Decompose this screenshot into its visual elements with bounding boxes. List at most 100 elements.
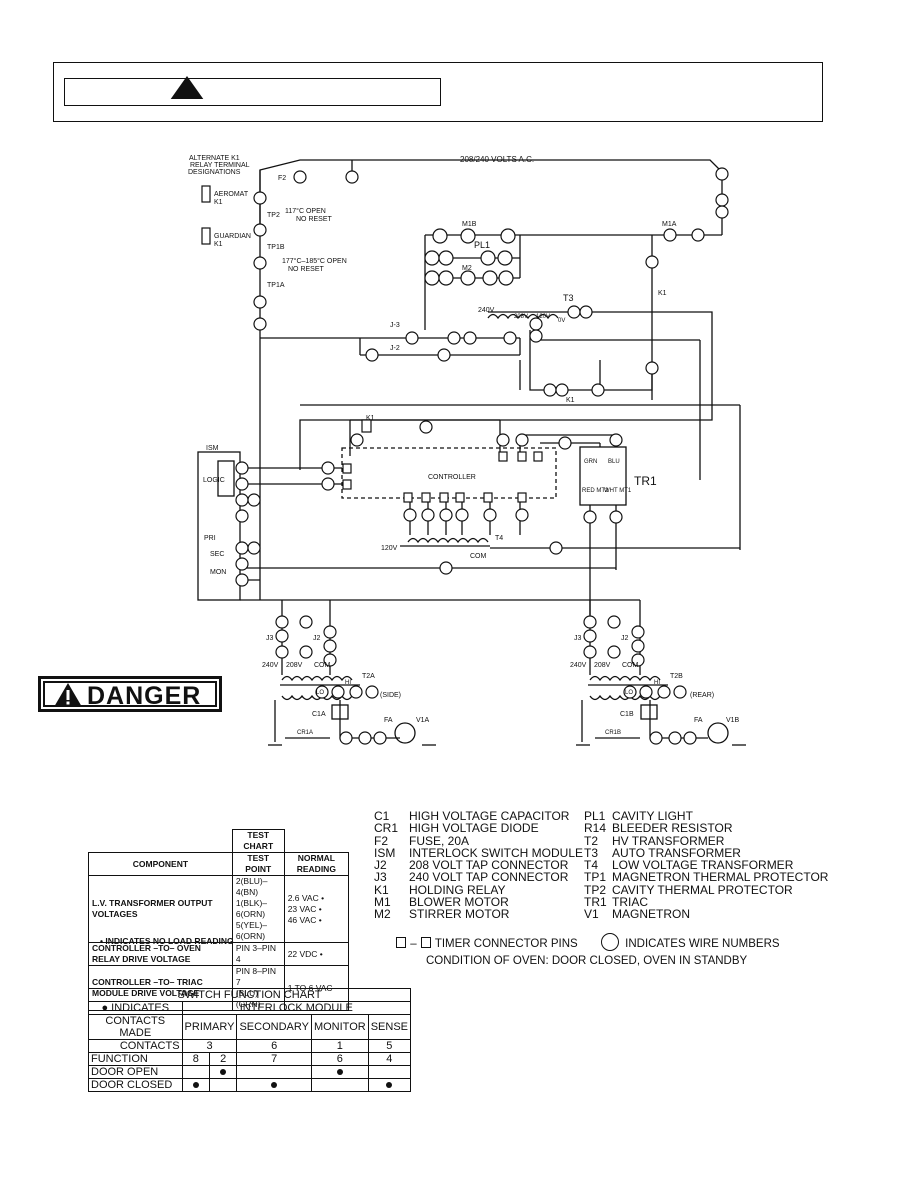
t3-tap-208: 208V xyxy=(514,314,528,320)
k1-label: K1 xyxy=(658,290,667,297)
function-number: 7 xyxy=(236,1052,312,1066)
contact-number: 5 xyxy=(367,1039,412,1053)
door-open-label: DOOR OPEN xyxy=(88,1065,183,1079)
v1a-label: V1A xyxy=(416,717,430,724)
notice-frame xyxy=(53,62,823,122)
tp2-label: TP2 xyxy=(267,212,280,219)
warning-triangle-icon xyxy=(54,683,82,707)
pin-box-icon xyxy=(420,937,431,948)
table-row: DOOR OPEN xyxy=(88,1065,412,1079)
t2a-tap-208: 208V xyxy=(286,662,303,669)
alt-relay-note-2: RELAY TERMINAL xyxy=(190,162,250,169)
module-monitor: MONITOR xyxy=(310,1014,369,1040)
t3-tap-120: 120V xyxy=(536,314,550,320)
j3b-right-label: J3 xyxy=(574,635,582,642)
t2b-tap-com: COM xyxy=(622,662,639,669)
wire-number-circle-icon xyxy=(600,933,619,951)
cr1a-label: CR1A xyxy=(297,730,313,736)
legend-desc: MAGNETRON THERMAL PROTECTOR xyxy=(612,870,829,885)
t2a-tap-com: COM xyxy=(314,662,331,669)
warning-box xyxy=(64,76,441,106)
c1b-label: C1B xyxy=(620,711,634,718)
legend-item: TR1 TRIAC xyxy=(584,895,828,910)
function-number: 6 xyxy=(310,1052,369,1066)
legend-code: V1 xyxy=(584,907,599,922)
m1b-label: M1B xyxy=(462,221,477,228)
legend-item: TP2 CAVITY THERMAL PROTECTOR xyxy=(584,882,828,897)
switch-chart-interlock: INTERLOCK MODULE xyxy=(181,1001,412,1015)
v1b-label: V1B xyxy=(726,717,740,724)
legend-code: TR1 xyxy=(584,895,607,910)
t3-label: T3 xyxy=(563,293,574,303)
legend-code: TP2 xyxy=(584,882,607,897)
alt-relay-note-1: ALTERNATE K1 xyxy=(189,155,240,162)
pins-separator: – xyxy=(410,938,417,950)
legend-code: M2 xyxy=(374,907,391,922)
switch-chart-title: SWITCH FUNCTION CHART xyxy=(88,988,411,1002)
pins-text: TIMER CONNECTOR PINS xyxy=(434,938,578,950)
normal-reading: 23 VAC • xyxy=(287,903,322,914)
supply-voltage-label: 208/240 VOLTS A.C. xyxy=(460,155,534,164)
switch-chart-indicates: ● INDICATES xyxy=(88,1001,183,1015)
t2a-label: T2A xyxy=(362,673,375,680)
legend-code: T2 xyxy=(584,833,599,848)
test-chart-header-component: COMPONENT xyxy=(88,852,233,876)
contact-mark xyxy=(181,1065,211,1079)
j3-label: J-3 xyxy=(390,322,400,329)
t2a-lo: LO xyxy=(316,690,324,696)
tp1a-label: TP1A xyxy=(267,282,285,289)
legend-desc: BLEEDER RESISTOR xyxy=(612,821,733,836)
normal-reading: 22 VDC • xyxy=(283,942,350,966)
t2b-label: T2B xyxy=(670,673,683,680)
m2-label: M2 xyxy=(462,265,472,272)
legend-code: J3 xyxy=(374,870,387,885)
cr1b-label: CR1B xyxy=(605,730,621,736)
t2a-tap-240: 240V xyxy=(262,662,279,669)
function-number: 4 xyxy=(367,1052,412,1066)
test-chart: TEST CHART COMPONENT TEST POINT NORMAL R… xyxy=(88,829,350,1011)
legend-desc: 208 VOLT TAP CONNECTOR xyxy=(409,858,569,873)
legend-desc: CAVITY THERMAL PROTECTOR xyxy=(612,882,793,897)
switch-chart-contacts-made: CONTACTS MADE xyxy=(88,1014,183,1040)
contact-mark xyxy=(208,1065,238,1079)
m1a-label: M1A xyxy=(662,221,677,228)
contact-mark xyxy=(367,1065,412,1079)
j2b-right-label: J2 xyxy=(621,635,629,642)
j2b-left-label: J2 xyxy=(313,635,321,642)
contact-number: 3 xyxy=(181,1039,238,1053)
legend-code: TP1 xyxy=(584,870,607,885)
contact-mark xyxy=(208,1078,238,1092)
pl1-label: PL1 xyxy=(474,240,490,250)
danger-label: DANGER xyxy=(87,682,202,710)
module-primary: PRIMARY xyxy=(181,1014,238,1040)
contact-mark xyxy=(236,1078,312,1092)
contact-mark xyxy=(310,1065,369,1079)
legend-desc: HIGH VOLTAGE CAPACITOR xyxy=(409,809,570,823)
legend-code: F2 xyxy=(374,833,389,848)
test-point: 2(BLU)–4(BN) xyxy=(235,876,268,897)
logic-label: LOGIC xyxy=(203,477,225,484)
t2b-tap-208: 208V xyxy=(594,662,611,669)
side-label: (SIDE) xyxy=(380,692,401,699)
table-row: CONTROLLER –TO– OVEN RELAY DRIVE VOLTAGE… xyxy=(88,942,350,966)
switch-chart-contacts-label: CONTACTS xyxy=(88,1039,183,1053)
tr1-red-mt2: RED MT2 xyxy=(582,488,609,494)
t3-tap-0: 0V xyxy=(558,318,565,324)
contact-dot-icon xyxy=(220,1069,227,1075)
t3-tap-240: 240V xyxy=(478,307,495,314)
legend-desc: TRIAC xyxy=(612,895,648,910)
contact-mark xyxy=(367,1078,412,1092)
module-secondary: SECONDARY xyxy=(236,1014,312,1040)
function-number: 2 xyxy=(208,1052,238,1066)
test-chart-header-reading: NORMAL READING xyxy=(283,852,350,876)
tp2-note: 117°C OPEN xyxy=(285,207,326,215)
normal-reading: 46 VAC • xyxy=(287,914,322,925)
